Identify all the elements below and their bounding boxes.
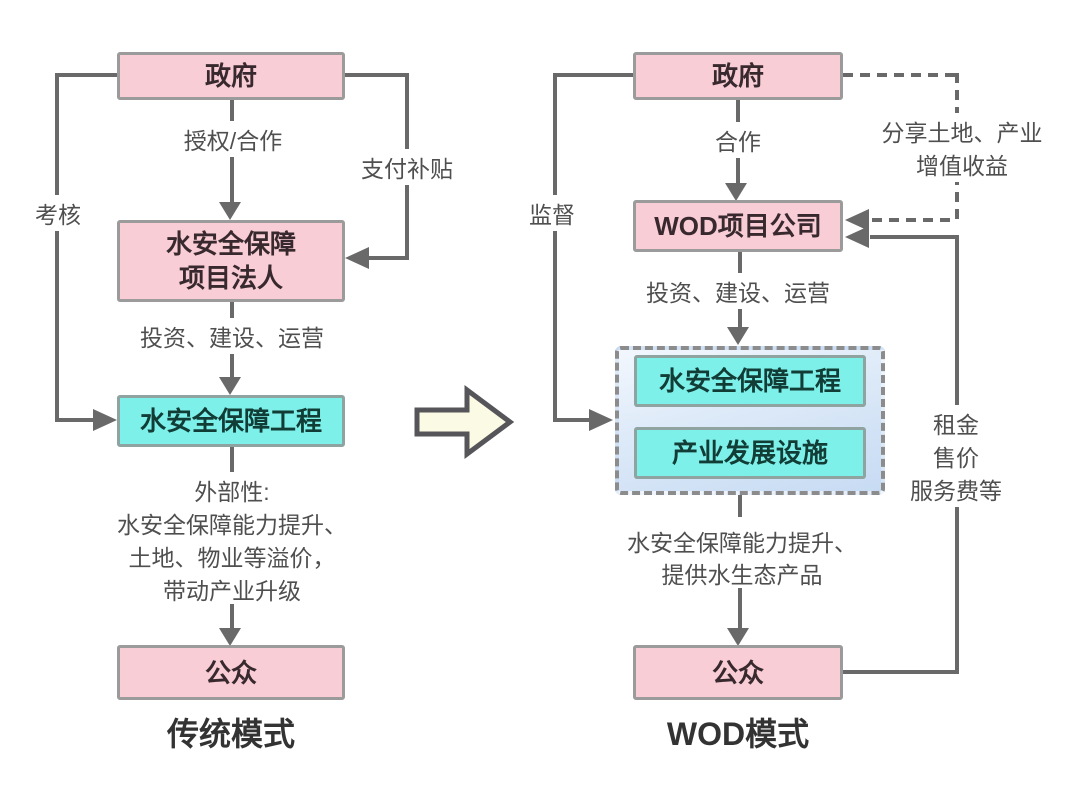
node-government-left: 政府 [117,52,345,100]
connector-assess-bottom [55,418,95,422]
node-legal-entity: 水安全保障 项目法人 [117,220,345,302]
connector-assess-top [57,73,118,77]
arrowhead-down-public-left-icon [219,628,241,646]
connector-supervise-top [555,73,633,77]
connector-subsidy-top [345,73,407,77]
node-government-right: 政府 [633,52,843,100]
node-wod-company: WOD项目公司 [633,200,843,252]
node-public-left: 公众 [117,645,345,700]
edge-label-invest-right: 投资、建设、运营 [641,273,835,309]
connector-supervise-bottom [553,418,591,422]
connector-container-stub [738,495,742,517]
income-label-line-3: 服务费等 [905,471,1007,507]
node-government-right-label: 政府 [711,61,764,91]
arrowhead-into-project-left-icon [93,409,117,431]
node-public-left-label: 公众 [204,657,257,688]
arrowhead-into-legal-right-icon [345,247,369,269]
arrowhead-into-company-dashed-icon [845,209,869,231]
node-public-right-label: 公众 [711,657,764,688]
externality-line-3: 土地、物业等溢价， [123,538,341,574]
node-water-project-left-label: 水安全保障工程 [139,406,322,436]
node-water-project-right: 水安全保障工程 [634,355,866,407]
node-industry-facility: 产业发展设施 [634,427,866,479]
connector-subsidy-bottom [367,256,407,260]
transform-arrow-icon [414,385,515,459]
node-legal-entity-line2: 项目法人 [178,263,283,293]
benefit-line-1: 水安全保障能力提升、 [622,523,862,559]
connector-supervise-vertical [553,73,557,422]
income-label-line-1: 租金 [928,405,984,441]
connector-assess-vertical [55,73,59,422]
edge-label-authorize: 授权/合作 [178,121,288,157]
arrowhead-down-legal-icon [219,202,241,220]
node-water-project-right-label: 水安全保障工程 [658,366,841,396]
edge-label-invest-left: 投资、建设、运营 [135,318,329,354]
node-industry-facility-label: 产业发展设施 [671,438,828,468]
connector-share-bottom-dashed [872,218,957,222]
node-government-left-label: 政府 [204,61,257,91]
left-diagram-title: 传统模式 [166,716,296,752]
edge-label-cooperate: 合作 [710,122,766,158]
connector-project-stub [230,447,234,473]
arrowhead-down-company-icon [725,183,747,201]
edge-label-assess: 考核 [30,195,86,231]
node-wod-company-label: WOD项目公司 [654,211,822,241]
arrowhead-down-container-icon [727,327,749,345]
share-label-line-2: 增值收益 [911,146,1013,182]
node-public-right: 公众 [633,645,843,700]
arrowhead-down-public-right-icon [727,628,749,646]
arrowhead-into-company-solid-icon [845,226,869,248]
externality-line-2: 水安全保障能力提升、 [112,505,352,541]
externality-line-4: 带动产业升级 [158,571,306,607]
node-water-project-left: 水安全保障工程 [117,395,345,447]
edge-label-subsidy: 支付补贴 [356,149,458,185]
share-label-line-1: 分享土地、产业 [876,113,1048,149]
connector-externality-public [230,604,234,630]
connector-share-top-dashed [843,73,958,77]
connector-income-top [870,235,959,239]
income-label-line-2: 售价 [928,438,984,474]
right-diagram-title: WOD模式 [666,716,810,752]
benefit-line-2: 提供水生态产品 [656,555,828,591]
edge-label-supervise: 监督 [524,195,580,231]
arrowhead-into-container-left-icon [589,409,613,431]
node-legal-entity-line1: 水安全保障 [165,229,296,259]
connector-benefit-public [738,588,742,630]
arrowhead-down-project-icon [219,377,241,395]
externality-line-1: 外部性: [189,472,275,508]
connector-income-bottom [843,670,959,674]
